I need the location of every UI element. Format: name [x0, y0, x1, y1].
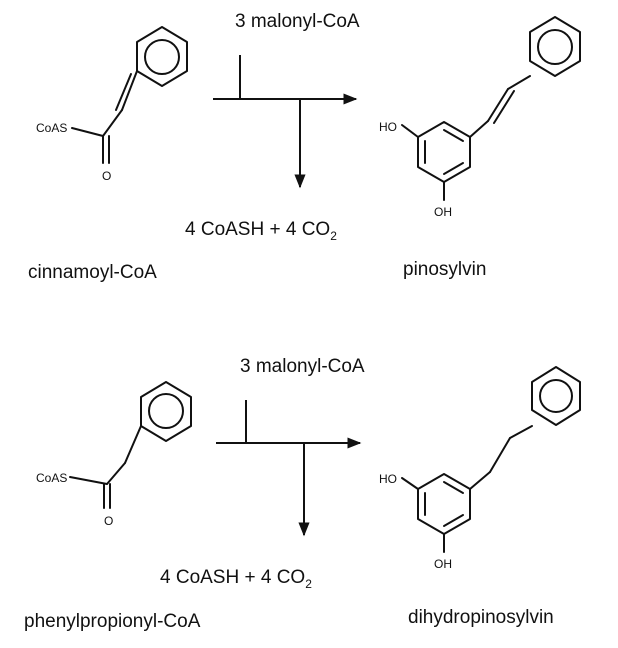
reaction-arrow — [213, 55, 358, 189]
ho-label: HO — [379, 120, 397, 134]
product-name: pinosylvin — [403, 259, 486, 280]
reaction-arrow — [216, 400, 362, 537]
reaction-1: 3 malonyl-CoA CoAS O 4 CoASH + 4 CO2 — [28, 11, 581, 283]
reagent-label: 3 malonyl-CoA — [235, 11, 360, 32]
substrate-name: phenylpropionyl-CoA — [24, 611, 201, 632]
ho-label: HO — [379, 472, 397, 486]
byproducts-label: 4 CoASH + 4 CO2 — [160, 567, 312, 591]
oxygen-atom-label: O — [102, 169, 111, 183]
reagent-label: 3 malonyl-CoA — [240, 356, 365, 377]
substrate-structure-cinnamoyl-coa: CoAS O — [36, 26, 188, 183]
product-structure-dihydropinosylvin: HO OH — [379, 366, 581, 571]
oh-label: OH — [434, 557, 452, 571]
product-structure-pinosylvin: HO OH — [379, 16, 581, 219]
oxygen-atom-label: O — [104, 514, 113, 528]
oh-label: OH — [434, 205, 452, 219]
substrate-name: cinnamoyl-CoA — [28, 262, 157, 283]
reaction-2: 3 malonyl-CoA CoAS O 4 CoASH + 4 CO2 — [24, 356, 581, 632]
substrate-structure-phenylpropionyl-coa: CoAS O — [36, 381, 192, 528]
coas-atom-label: CoAS — [36, 121, 67, 135]
coas-atom-label: CoAS — [36, 471, 67, 485]
product-name: dihydropinosylvin — [408, 607, 554, 628]
byproducts-label: 4 CoASH + 4 CO2 — [185, 219, 337, 243]
